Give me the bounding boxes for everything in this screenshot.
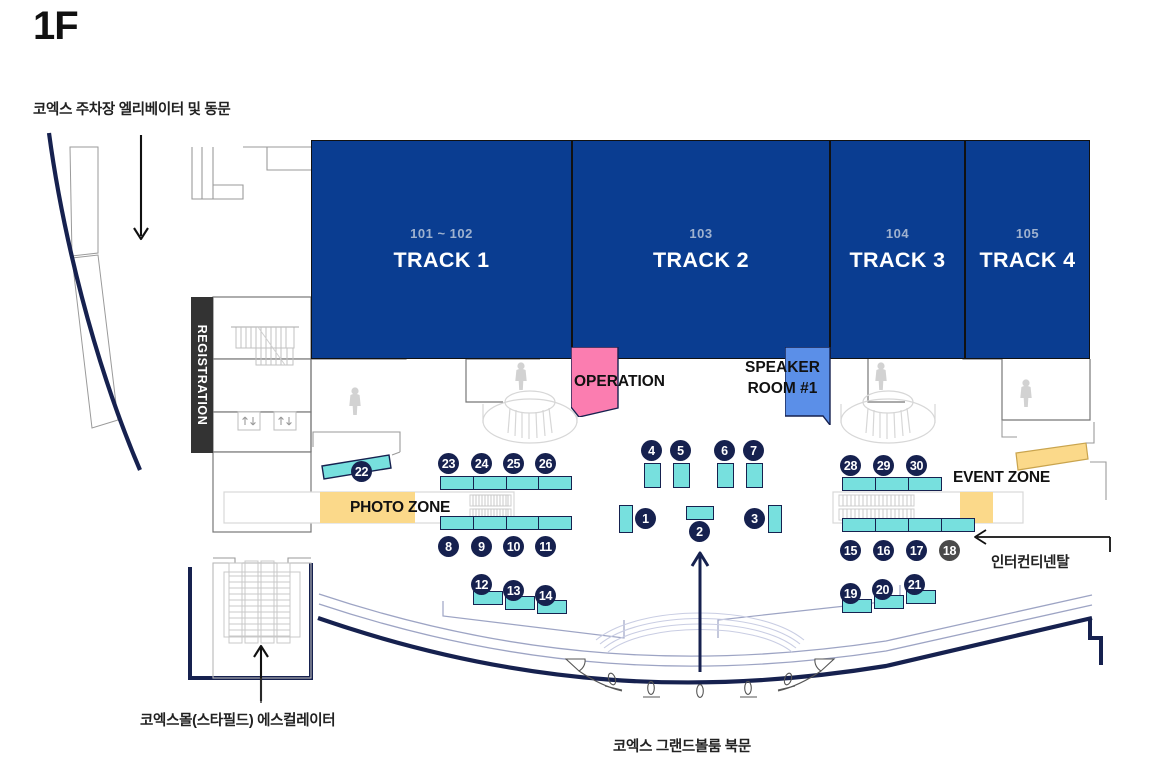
- booth-pin-5[interactable]: 5: [670, 440, 691, 461]
- booth-pin-2[interactable]: 2: [689, 521, 710, 542]
- hall-track-4[interactable]: 105 TRACK 4: [965, 140, 1090, 359]
- booth-pin-20[interactable]: 20: [872, 579, 893, 600]
- speaker-room-label-line2: ROOM #1: [747, 379, 818, 397]
- booth-pin-26[interactable]: 26: [535, 453, 556, 474]
- escalator-structure: [188, 557, 313, 701]
- event-zone-label: EVENT ZONE: [953, 469, 1051, 486]
- booth-box-3[interactable]: [768, 505, 782, 533]
- booth-box-26[interactable]: [538, 476, 572, 490]
- booth-pin-1[interactable]: 1: [635, 508, 656, 529]
- booth-pin-9[interactable]: 9: [471, 536, 492, 557]
- booth-pin-21[interactable]: 21: [904, 574, 925, 595]
- exterior-wall-curve-bottom: [317, 615, 1093, 685]
- spiral-stairs-left: [482, 390, 578, 444]
- arrow-up-icon: [690, 551, 710, 672]
- speaker-room-label-line1: SPEAKER: [745, 359, 820, 376]
- booth-pin-10[interactable]: 10: [503, 536, 524, 557]
- escalator-icon: [223, 560, 301, 644]
- track-3-label: TRACK 3: [849, 248, 946, 272]
- booth-pin-16[interactable]: 16: [873, 540, 894, 561]
- hall-track-2[interactable]: 103 TRACK 2: [572, 140, 830, 359]
- booth-pin-28[interactable]: 28: [840, 455, 861, 476]
- registration-bar[interactable]: REGISTRATION: [191, 297, 213, 453]
- booth-box-18[interactable]: [941, 518, 975, 532]
- booth-pin-19[interactable]: 19: [840, 583, 861, 604]
- event-zone-highlight: [960, 492, 993, 523]
- booth-box-1[interactable]: [619, 505, 633, 533]
- booth-box-2[interactable]: [686, 506, 714, 520]
- arrow-down-icon: [133, 135, 149, 241]
- track-1-room-number: 101 ~ 102: [410, 226, 473, 241]
- booth-pin-29[interactable]: 29: [873, 455, 894, 476]
- booth-box-30[interactable]: [908, 477, 942, 491]
- concourse-band-inner: [318, 593, 1093, 657]
- page-title: 1F: [33, 4, 79, 48]
- track-4-room-number: 105: [1015, 226, 1040, 241]
- upper-service-rooms: [191, 146, 311, 200]
- track-2-label: TRACK 2: [653, 248, 749, 272]
- arrow-left-icon: [974, 529, 1111, 552]
- booth-pin-15[interactable]: 15: [840, 540, 861, 561]
- exterior-wall-curve-left: [46, 132, 142, 471]
- operation-label: OPERATION: [574, 373, 665, 390]
- booth-pin-22[interactable]: 22: [351, 461, 372, 482]
- booth-pin-6[interactable]: 6: [714, 440, 735, 461]
- speaker-room-shape[interactable]: [785, 347, 843, 425]
- booth-pin-8[interactable]: 8: [438, 536, 459, 557]
- booth-pin-18[interactable]: 18: [939, 540, 960, 561]
- booth-box-6[interactable]: [717, 463, 734, 488]
- booth-pin-12[interactable]: 12: [471, 574, 492, 595]
- track-4-label: TRACK 4: [979, 248, 1076, 272]
- hall-track-1[interactable]: 101 ~ 102 TRACK 1: [311, 140, 572, 359]
- booth-pin-17[interactable]: 17: [906, 540, 927, 561]
- booth-box-5[interactable]: [673, 463, 690, 488]
- callout-coex-parking-elevator-east-gate: 코엑스 주차장 엘리베이터 및 동문: [33, 102, 231, 118]
- photo-zone-highlight: [320, 492, 415, 523]
- track-1-label: TRACK 1: [393, 248, 490, 272]
- exterior-wall-right: [1088, 618, 1103, 665]
- operation-room-shape[interactable]: [571, 347, 633, 417]
- booth-pin-25[interactable]: 25: [503, 453, 524, 474]
- booth-pin-13[interactable]: 13: [503, 580, 524, 601]
- event-zone-orange-bar: [1015, 442, 1089, 471]
- booth-box-11[interactable]: [538, 516, 572, 530]
- booth-pin-30[interactable]: 30: [906, 455, 927, 476]
- callout-intercontinental: 인터컨티넨탈: [991, 555, 1070, 571]
- booth-pin-24[interactable]: 24: [471, 453, 492, 474]
- booth-pin-7[interactable]: 7: [743, 440, 764, 461]
- track-2-room-number: 103: [689, 226, 713, 241]
- booth-22-wall: [312, 431, 401, 452]
- callout-coex-grand-ballroom-north-gate: 코엑스 그랜드볼룸 북문: [613, 739, 751, 755]
- booth-pin-3[interactable]: 3: [744, 508, 765, 529]
- stairs-icon: [231, 326, 299, 366]
- booth-pin-23[interactable]: 23: [438, 453, 459, 474]
- spiral-stairs-right: [840, 390, 936, 444]
- hall-track-3[interactable]: 104 TRACK 3: [830, 140, 965, 359]
- photo-zone-label: PHOTO ZONE: [350, 499, 451, 516]
- event-zone-walls: [1001, 420, 1107, 500]
- speaker-room-label: SPEAKER ROOM #1: [745, 358, 820, 400]
- booth-box-4[interactable]: [644, 463, 661, 488]
- booth-pin-14[interactable]: 14: [535, 585, 556, 606]
- door-icon: [564, 658, 836, 698]
- track-3-room-number: 104: [885, 226, 910, 241]
- callout-coex-mall-starfield-escalator: 코엑스몰(스타필드) 에스컬레이터: [140, 713, 336, 729]
- booth-pin-4[interactable]: 4: [641, 440, 662, 461]
- booth-pin-11[interactable]: 11: [535, 536, 556, 557]
- booth-box-7[interactable]: [746, 463, 763, 488]
